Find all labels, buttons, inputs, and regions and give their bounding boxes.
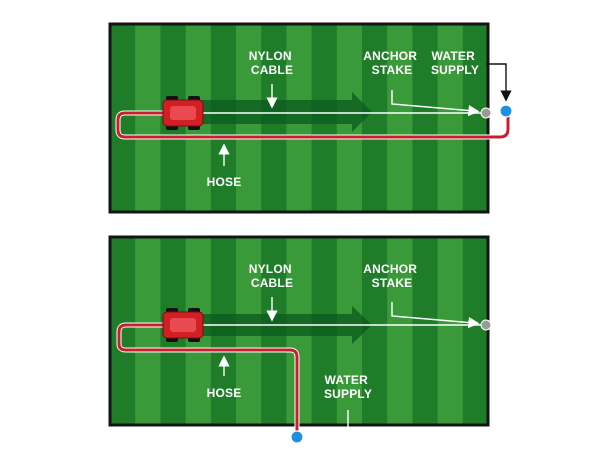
label-water-supply: WATER SUPPLY bbox=[324, 373, 372, 401]
water-supply bbox=[499, 104, 513, 118]
mower-motion-arrow bbox=[190, 92, 372, 132]
lawn-stripe bbox=[437, 237, 464, 425]
water-supply bbox=[290, 430, 304, 444]
lawn-stripe bbox=[135, 24, 161, 212]
water-pointer bbox=[306, 410, 349, 442]
lawn-stripe bbox=[135, 237, 161, 425]
lawn-stripe bbox=[362, 237, 388, 425]
lawn-stripe bbox=[110, 237, 136, 425]
stake-pointer bbox=[391, 90, 480, 117]
label-nylon-cable: NYLON CABLE bbox=[249, 49, 296, 77]
label-water-supply: WATER SUPPLY bbox=[431, 49, 479, 77]
anchor-stake bbox=[480, 319, 492, 331]
garden-hose-inner bbox=[116, 111, 510, 139]
lawn-stripe bbox=[387, 24, 413, 212]
panel-top: NYLON CABLE ANCHOR STAKE WATER SUPPLY HO… bbox=[108, 22, 513, 214]
label-hose: HOSE bbox=[207, 386, 242, 400]
lawn-stripe bbox=[437, 24, 464, 212]
robotic-mower bbox=[162, 308, 204, 342]
label-anchor-stake: ANCHOR STAKE bbox=[363, 262, 420, 290]
garden-hose-inner bbox=[117, 323, 299, 436]
label-hose: HOSE bbox=[207, 175, 242, 189]
label-anchor-stake: ANCHOR STAKE bbox=[363, 49, 420, 77]
lawn-stripe bbox=[362, 24, 388, 212]
lawn-stripe bbox=[110, 24, 136, 212]
lawn-stripe bbox=[412, 237, 439, 425]
lawn-stripe bbox=[412, 24, 439, 212]
stake-pointer bbox=[391, 302, 480, 329]
robotic-mower bbox=[162, 96, 204, 130]
anchor-stake bbox=[480, 107, 492, 119]
lawn-stripe bbox=[387, 237, 413, 425]
water-pointer bbox=[486, 63, 512, 102]
lawn-stripe bbox=[462, 237, 489, 425]
panel-bottom: NYLON CABLE ANCHOR STAKE HOSE WATER SUPP… bbox=[108, 235, 492, 444]
label-nylon-cable: NYLON CABLE bbox=[249, 262, 296, 290]
